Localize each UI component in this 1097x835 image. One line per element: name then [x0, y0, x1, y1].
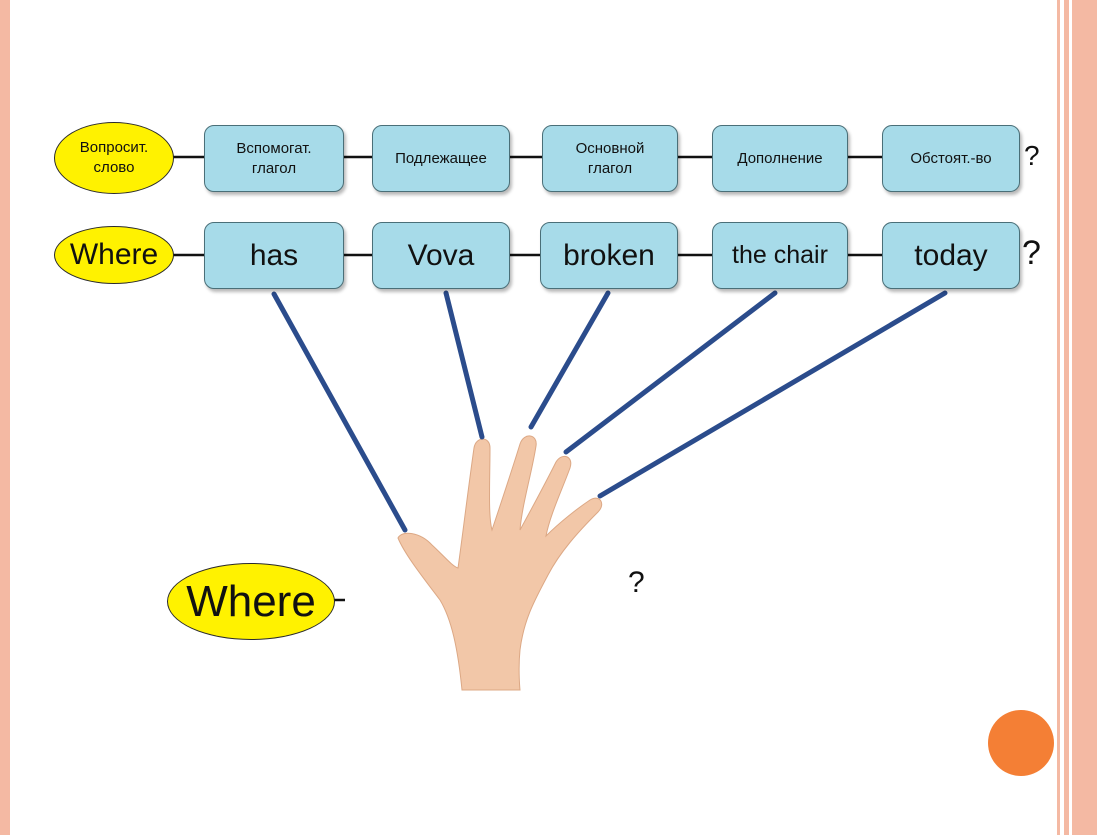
box-object-ru: Дополнение	[712, 125, 848, 192]
bottom-question-word-ellipse: Where	[167, 563, 335, 640]
box-adverbial-ru: Обстоят.-во	[882, 125, 1020, 192]
box-main-verb-ru: Основной глагол	[542, 125, 678, 192]
box-subject-ru: Подлежащее	[372, 125, 510, 192]
box-vova: Vova	[372, 222, 510, 289]
box-broken: broken	[540, 222, 678, 289]
box-auxiliary-verb-ru: Вспомогат. глагол	[204, 125, 344, 192]
box-the-chair: the chair	[712, 222, 848, 289]
row2-question-mark: ?	[1022, 234, 1041, 272]
orange-circle-decoration	[988, 710, 1054, 776]
finger-lines	[271, 290, 948, 533]
slide-frame-left	[0, 0, 10, 835]
row1-question-mark: ?	[1024, 140, 1040, 171]
question-word-ellipse-ru: Вопросит. слово	[54, 122, 174, 194]
box-today: today	[882, 222, 1020, 289]
box-has: has	[204, 222, 344, 289]
question-word-ellipse-en: Where	[54, 226, 174, 284]
bottom-question-mark: ?	[628, 566, 645, 599]
slide-frame-right	[1057, 0, 1097, 835]
hand-illustration	[397, 435, 603, 691]
